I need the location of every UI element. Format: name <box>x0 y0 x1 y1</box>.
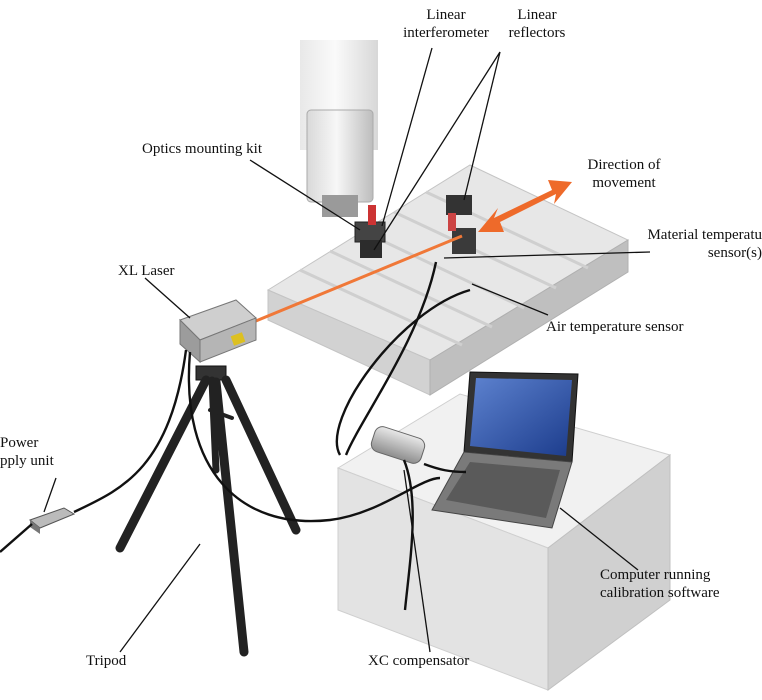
label-optics-mounting-kit: Optics mounting kit <box>142 141 262 157</box>
label-material-temperature-sensor: Material temperatu sensor(s) <box>647 227 762 261</box>
label-linear-reflectors: Linear reflectors <box>508 7 566 41</box>
linear-interferometer-optic <box>354 205 386 258</box>
label-xc-compensator: XC compensator <box>368 653 470 669</box>
cables <box>0 261 471 611</box>
label-power-supply-unit: Power pply unit <box>0 435 54 469</box>
tripod <box>115 365 301 657</box>
machine-spindle <box>300 40 378 217</box>
xc-compensator-device <box>370 426 426 464</box>
label-tripod: Tripod <box>86 653 127 669</box>
power-supply-unit <box>28 507 76 534</box>
label-xl-laser: XL Laser <box>118 263 175 279</box>
direction-arrow <box>478 180 572 232</box>
label-direction-of-movement: Direction of movement <box>587 157 661 191</box>
label-air-temperature-sensor: Air temperature sensor <box>546 319 684 335</box>
machine-table <box>266 164 630 396</box>
leader-lines <box>43 47 651 653</box>
linear-reflector-optic <box>446 195 476 254</box>
label-computer-running-calibration-software: Computer running calibration software <box>600 567 720 601</box>
label-linear-interferometer: Linear interferometer <box>403 7 489 41</box>
xl-laser-unit <box>179 299 257 364</box>
laser-beam <box>245 234 463 327</box>
laptop-computer <box>431 371 579 529</box>
